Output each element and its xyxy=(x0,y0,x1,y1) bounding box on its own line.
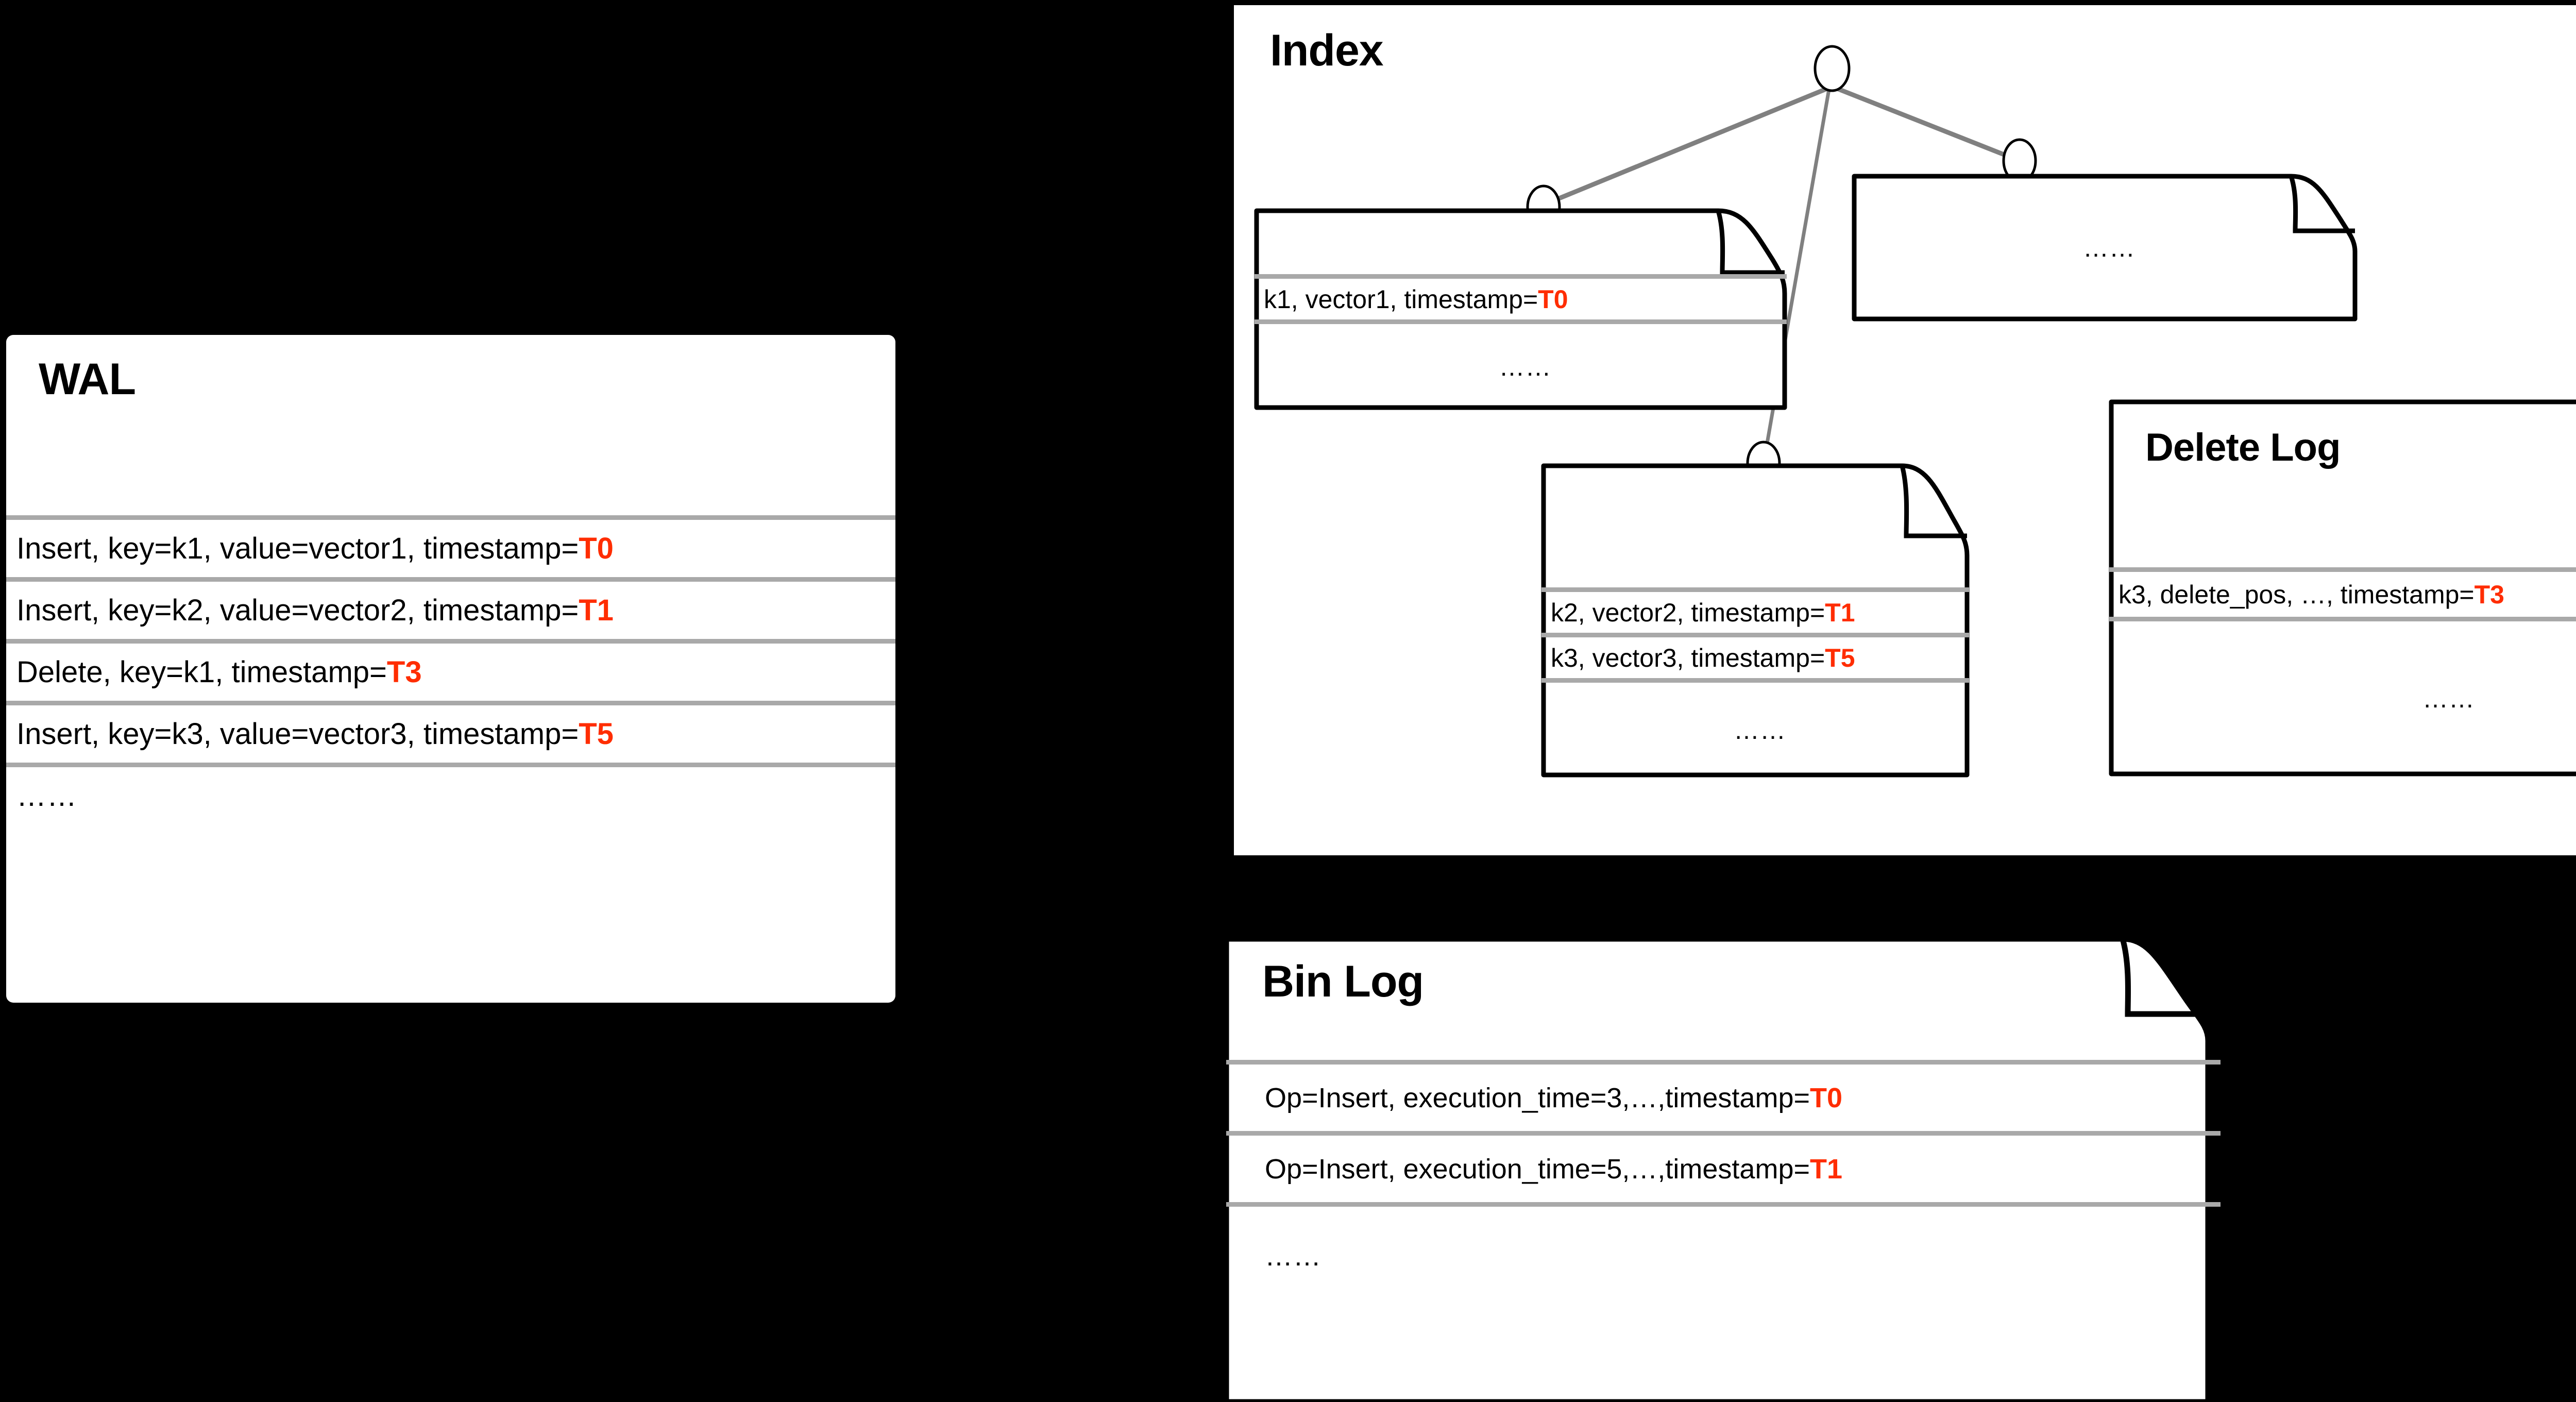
delete-log-row-text: k3, delete_pos, …, timestamp= xyxy=(2119,580,2475,609)
wal-row-text: Insert, key=k3, value=vector3, timestamp… xyxy=(16,717,579,751)
index-card-row-ellipsis: …… xyxy=(1541,678,1969,777)
index-card-row-timestamp: T0 xyxy=(1538,284,1568,314)
index-card-row-text: …… xyxy=(2083,233,2136,262)
index-card-placeholder-rows: …… xyxy=(1852,174,2357,321)
wal-row-timestamp: T1 xyxy=(579,594,614,627)
bin-log-row-text: Op=Insert, execution_time=3,…,timestamp= xyxy=(1265,1082,1810,1113)
wal-row: Delete, key=k1, timestamp=T3 xyxy=(6,639,895,701)
bin-log-row-text: Op=Insert, execution_time=5,…,timestamp= xyxy=(1265,1153,1810,1185)
wal-row-timestamp: T5 xyxy=(579,717,614,751)
index-card-row-text: …… xyxy=(1734,715,1786,745)
bin-log-row: Op=Insert, execution_time=3,…,timestamp=… xyxy=(1226,1060,2221,1131)
index-card-row-timestamp: T5 xyxy=(1825,643,1855,672)
wal-row-text: Insert, key=k1, value=vector1, timestamp… xyxy=(16,532,579,565)
index-card-k2k3: k2, vector2, timestamp=T1 k3, vector3, t… xyxy=(1541,463,1970,778)
index-card-placeholder: …… xyxy=(1852,174,2358,322)
bin-log-row-list: Op=Insert, execution_time=3,…,timestamp=… xyxy=(1226,1060,2221,1305)
delete-log-rows: k3, delete_pos, …, timestamp=T3 …… xyxy=(2109,567,2576,776)
delete-log-row-ellipsis: …… xyxy=(2109,617,2576,776)
index-card-row: k3, vector3, timestamp=T5 xyxy=(1541,633,1969,678)
index-card-row-ellipsis: …… xyxy=(1852,174,2357,321)
index-card-row: k2, vector2, timestamp=T1 xyxy=(1541,587,1969,633)
index-title: Index xyxy=(1270,26,1384,75)
index-card-row-text: k2, vector2, timestamp= xyxy=(1551,598,1825,627)
index-card-row-text: k3, vector3, timestamp= xyxy=(1551,643,1825,672)
index-card-k2k3-rows: k2, vector2, timestamp=T1 k3, vector3, t… xyxy=(1541,587,1969,777)
wal-row: Insert, key=k2, value=vector2, timestamp… xyxy=(6,577,895,639)
bin-log-title: Bin Log xyxy=(1262,957,1424,1006)
wal-row-text: Insert, key=k2, value=vector2, timestamp… xyxy=(16,594,579,627)
bin-log-row-timestamp: T1 xyxy=(1810,1153,1843,1185)
wal-panel xyxy=(6,335,895,1003)
bin-log-row-text: …… xyxy=(1265,1240,1321,1272)
wal-title: WAL xyxy=(39,354,136,404)
wal-row-ellipsis: …… xyxy=(6,763,895,824)
delete-log-card: Delete Log k3, delete_pos, …, timestamp=… xyxy=(2109,399,2576,776)
delete-log-row-text: …… xyxy=(2422,684,2475,713)
index-card-row-text: k1, vector1, timestamp= xyxy=(1264,284,1538,314)
index-card-k1: k1, vector1, timestamp=T0 …… xyxy=(1254,208,1787,410)
wal-row-timestamp: T0 xyxy=(579,532,614,565)
wal-row-text: …… xyxy=(16,779,77,813)
delete-log-title: Delete Log xyxy=(2145,426,2341,469)
delete-log-row: k3, delete_pos, …, timestamp=T3 xyxy=(2109,567,2576,617)
index-card-k1-rows: k1, vector1, timestamp=T0 …… xyxy=(1255,274,1787,410)
bin-log-row: Op=Insert, execution_time=5,…,timestamp=… xyxy=(1226,1131,2221,1202)
index-card-row: k1, vector1, timestamp=T0 xyxy=(1255,274,1787,319)
index-card-row-ellipsis: …… xyxy=(1255,319,1787,410)
index-card-row-timestamp: T1 xyxy=(1825,598,1855,627)
wal-row: Insert, key=k3, value=vector3, timestamp… xyxy=(6,701,895,763)
wal-row-text: Delete, key=k1, timestamp= xyxy=(16,655,387,689)
index-card-row-text: …… xyxy=(1499,352,1552,381)
wal-row-timestamp: T3 xyxy=(386,655,422,689)
wal-row-list: Insert, key=k1, value=vector1, timestamp… xyxy=(6,515,895,824)
wal-row: Insert, key=k1, value=vector1, timestamp… xyxy=(6,515,895,577)
bin-log-outline xyxy=(1226,939,2211,1402)
bin-log-row-ellipsis: …… xyxy=(1226,1202,2221,1305)
delete-log-row-timestamp: T3 xyxy=(2474,580,2504,609)
bin-log-row-timestamp: T0 xyxy=(1810,1082,1843,1113)
